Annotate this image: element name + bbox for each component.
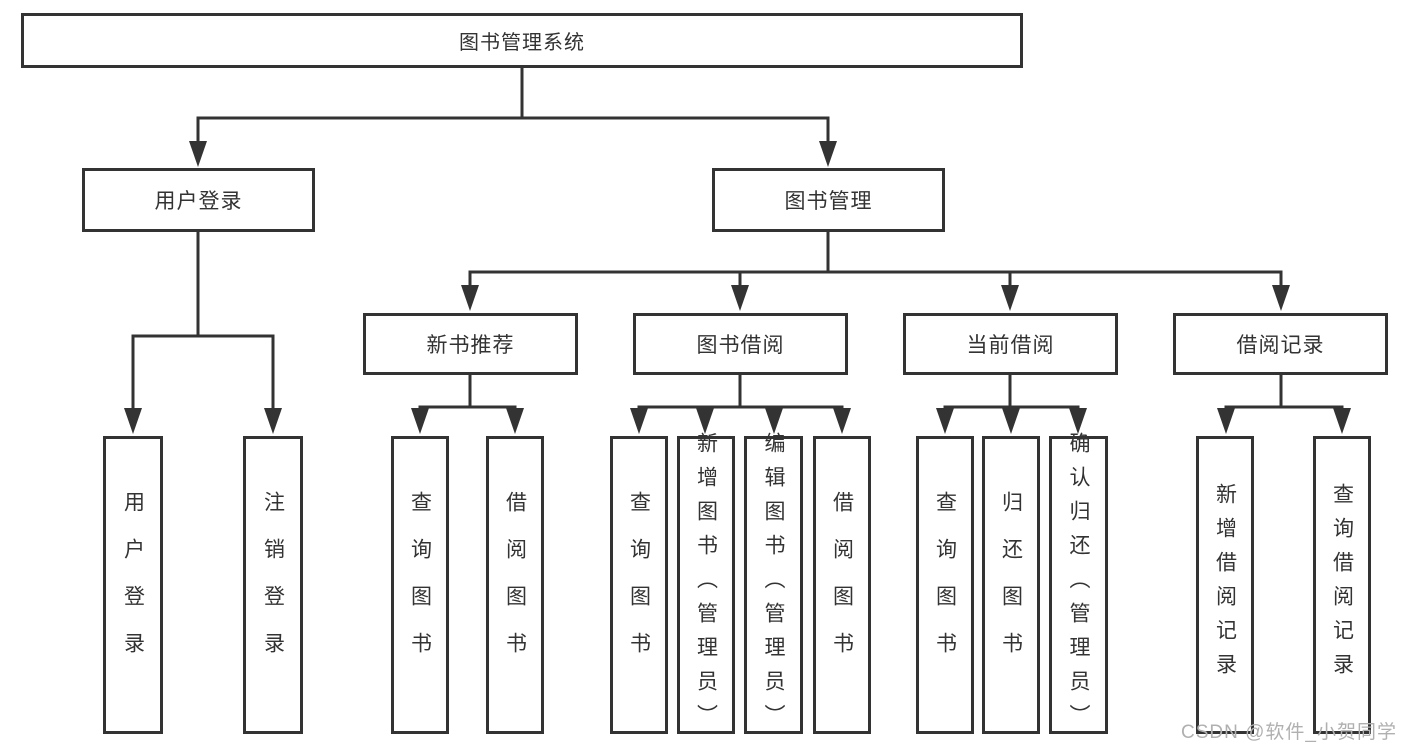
- leaf-query-books-2-label: 查询图书: [627, 491, 651, 679]
- node-library-management-system: 图书管理系统: [21, 13, 1023, 68]
- leaf-query-books-1: 查询图书: [391, 436, 449, 734]
- leaf-user-login-label: 用户登录: [121, 491, 145, 679]
- leaf-borrow-books-1-label: 借阅图书: [503, 491, 527, 679]
- node-current-borrow: 当前借阅: [903, 313, 1118, 375]
- node-new-book-recommend: 新书推荐: [363, 313, 578, 375]
- connector-level2-rail: [196, 116, 830, 142]
- leaf-query-books-1-label: 查询图书: [408, 491, 432, 679]
- leaf-query-borrow-record: 查询借阅记录: [1313, 436, 1371, 734]
- leaf-edit-books-admin: 编辑图书（管理员）: [744, 432, 803, 738]
- node-borrow-records-label: 借阅记录: [1236, 334, 1325, 357]
- leaf-add-books-admin-label: 新增图书（管理员）: [694, 432, 718, 738]
- node-book-borrow: 图书借阅: [633, 313, 848, 375]
- leaf-borrow-books-2: 借阅图书: [813, 436, 871, 734]
- leaf-confirm-return-admin: 确认归还（管理员）: [1049, 432, 1108, 738]
- connector-borrow-records-rail: [1224, 405, 1344, 410]
- leaf-query-books-3-label: 查询图书: [933, 491, 957, 679]
- leaf-return-books-label: 归还图书: [999, 491, 1023, 679]
- leaf-add-borrow-record: 新增借阅记录: [1196, 436, 1254, 734]
- node-user-login: 用户登录: [82, 168, 315, 232]
- node-book-management-label: 图书管理: [784, 190, 873, 213]
- arrowheads: [124, 141, 1351, 434]
- leaf-borrow-books-1: 借阅图书: [486, 436, 544, 734]
- node-book-management: 图书管理: [712, 168, 945, 232]
- connector-new-book-rail: [418, 405, 517, 410]
- leaf-query-books-2: 查询图书: [610, 436, 668, 734]
- csdn-watermark: CSDN @软件_小贺同学: [1181, 722, 1397, 743]
- node-user-login-label: 用户登录: [154, 190, 243, 213]
- leaf-logout-label: 注销登录: [261, 491, 285, 679]
- leaf-add-borrow-record-label: 新增借阅记录: [1213, 483, 1237, 687]
- node-current-borrow-label: 当前借阅: [966, 334, 1055, 357]
- leaf-query-books-3: 查询图书: [916, 436, 974, 734]
- leaf-user-login: 用户登录: [103, 436, 163, 734]
- leaf-confirm-return-admin-label: 确认归还（管理员）: [1067, 432, 1090, 738]
- leaf-edit-books-admin-label: 编辑图书（管理员）: [762, 432, 785, 738]
- leaf-query-borrow-record-label: 查询借阅记录: [1330, 483, 1354, 687]
- connector-book-borrow-rail: [637, 405, 844, 410]
- node-new-book-recommend-label: 新书推荐: [426, 334, 515, 357]
- node-library-management-system-label: 图书管理系统: [459, 32, 585, 54]
- leaf-add-books-admin: 新增图书（管理员）: [677, 432, 735, 738]
- leaf-borrow-books-2-label: 借阅图书: [830, 491, 854, 679]
- node-borrow-records: 借阅记录: [1173, 313, 1388, 375]
- connector-level3-rail: [468, 270, 1283, 288]
- leaf-return-books: 归还图书: [982, 436, 1040, 734]
- connector-user-login-rail: [131, 334, 275, 410]
- node-book-borrow-label: 图书借阅: [696, 334, 785, 357]
- leaf-logout: 注销登录: [243, 436, 303, 734]
